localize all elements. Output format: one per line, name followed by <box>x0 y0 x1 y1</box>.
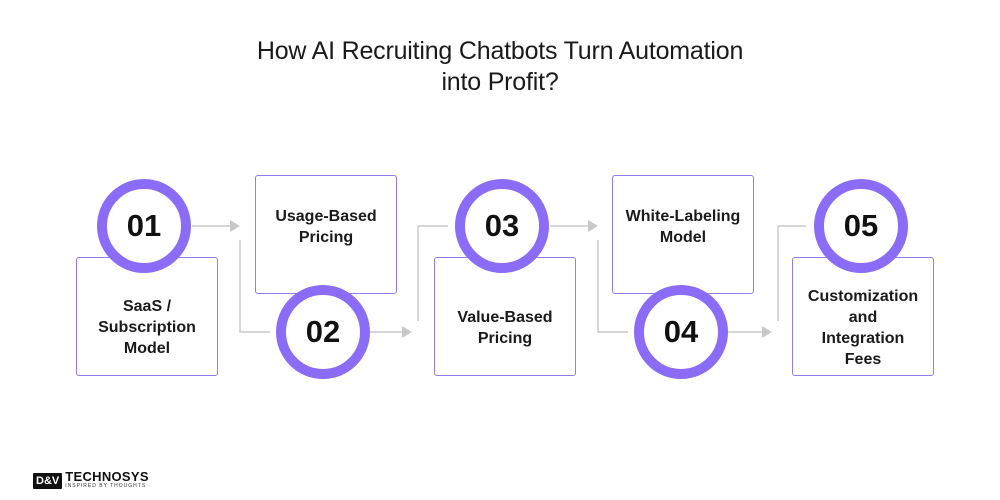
logo-mark: D&V <box>33 473 63 489</box>
connector-02-03 <box>239 240 270 333</box>
connector-03-out <box>417 225 448 321</box>
title-line-1: How AI Recruiting Chatbots Turn Automati… <box>256 37 744 65</box>
step-box-01: SaaS / Subscription Model <box>76 257 218 376</box>
arrowhead-04 <box>762 326 772 338</box>
step-box-03: Value-Based Pricing <box>434 257 576 376</box>
connector-04-in <box>597 240 628 333</box>
logo-text: TECHNOSYS INSPIRED BY THOUGHTS <box>65 470 149 489</box>
step-box-02: Usage-Based Pricing <box>255 175 397 294</box>
arrowhead-01 <box>230 220 240 232</box>
logo-tagline: INSPIRED BY THOUGHTS <box>65 483 147 489</box>
step-label-02: Usage-Based Pricing <box>275 207 377 246</box>
step-label-05: Customization and Integration Fees <box>807 287 919 368</box>
step-number-04: 04 <box>634 285 728 379</box>
step-number-01: 01 <box>97 179 191 273</box>
step-label-03: Value-Based Pricing <box>457 308 553 347</box>
step-number-02: 02 <box>276 285 370 379</box>
arrowhead-02 <box>402 326 412 338</box>
step-number-05: 05 <box>814 179 908 273</box>
step-label-01: SaaS / Subscription Model <box>98 298 196 357</box>
title-line-2: into Profit? <box>441 68 559 96</box>
connector-05-in <box>777 225 806 321</box>
step-number-03: 03 <box>455 179 549 273</box>
logo-name: TECHNOSYS <box>65 469 149 484</box>
step-box-04: White-Labeling Model <box>612 175 754 294</box>
step-box-05: Customization and Integration Fees <box>792 257 934 376</box>
brand-logo: D&V TECHNOSYS INSPIRED BY THOUGHTS <box>33 467 149 489</box>
page-title: How AI Recruiting Chatbots Turn Automati… <box>0 36 1000 98</box>
step-label-04: White-Labeling Model <box>625 207 741 246</box>
arrowhead-03 <box>588 220 598 232</box>
